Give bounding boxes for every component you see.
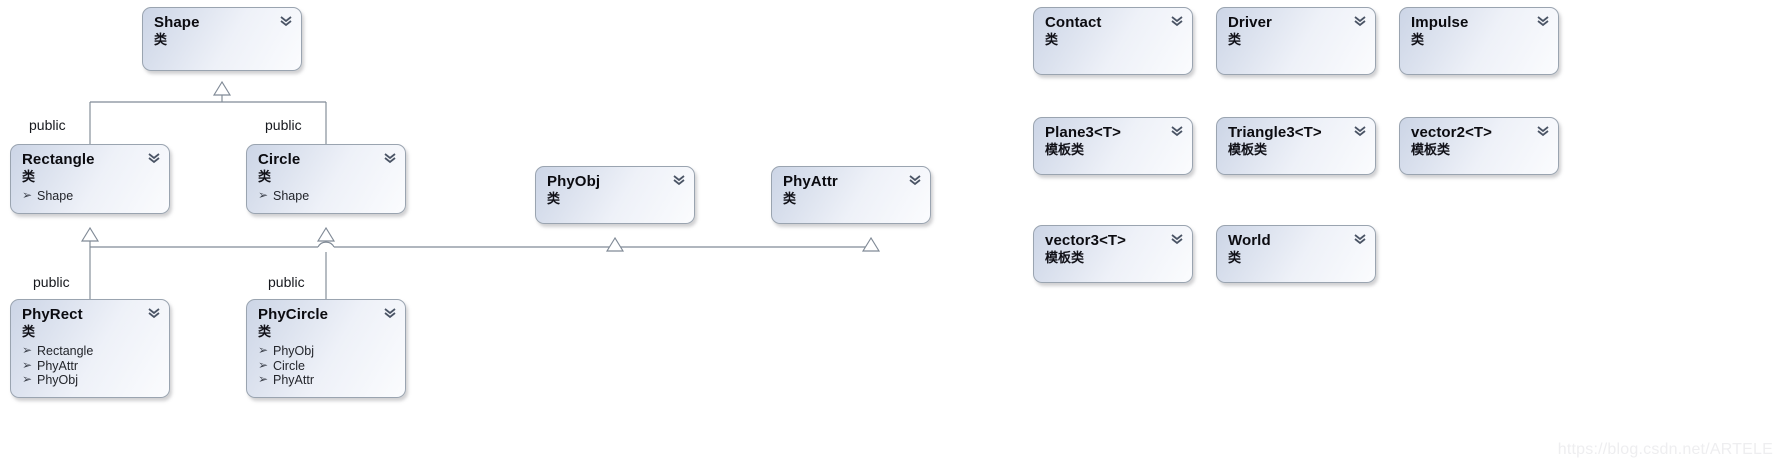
chevron-double-down-icon[interactable] — [1170, 233, 1184, 246]
chevron-double-down-icon[interactable] — [1353, 125, 1367, 138]
class-title: PhyCircle — [258, 306, 329, 323]
class-stereotype: 类 — [1045, 33, 1059, 48]
chevron-double-down-icon[interactable] — [908, 174, 922, 187]
class-stereotype: 类 — [1411, 33, 1425, 48]
chevron-double-down-icon[interactable] — [672, 174, 686, 187]
class-stereotype: 类 — [783, 192, 797, 207]
chevron-double-down-icon[interactable] — [1170, 15, 1184, 28]
member-arrow-icon: ➢ — [22, 188, 33, 202]
relation-label-phycircle-circle: public — [268, 274, 305, 290]
chevron-double-down-icon[interactable] — [1353, 233, 1367, 246]
class-box-world[interactable]: World 类 — [1216, 225, 1376, 283]
member-arrow-icon: ➢ — [22, 357, 33, 372]
class-member-list: ➢ Shape — [258, 189, 396, 204]
class-box-phyobj[interactable]: PhyObj 类 — [535, 166, 695, 224]
class-box-rectangle[interactable]: Rectangle 类 ➢ Shape — [10, 144, 170, 214]
class-box-shape[interactable]: Shape 类 — [142, 7, 302, 71]
class-box-phycircle[interactable]: PhyCircle 类 ➢ PhyObj ➢ Circle ➢ PhyAttr — [246, 299, 406, 398]
list-item: ➢ Rectangle — [22, 344, 160, 359]
member-label: Shape — [273, 189, 310, 203]
class-title: Plane3<T> — [1045, 124, 1121, 141]
chevron-double-down-icon[interactable] — [383, 307, 397, 320]
member-arrow-icon: ➢ — [258, 343, 269, 357]
class-title: World — [1228, 232, 1271, 249]
member-label: Shape — [37, 189, 74, 203]
class-title: PhyAttr — [783, 173, 838, 190]
chevron-double-down-icon[interactable] — [1170, 125, 1184, 138]
class-box-plane3[interactable]: Plane3<T> 模板类 — [1033, 117, 1193, 175]
class-stereotype: 类 — [258, 325, 272, 340]
list-item: ➢ Shape — [258, 189, 396, 204]
chevron-double-down-icon[interactable] — [147, 307, 161, 320]
class-box-driver[interactable]: Driver 类 — [1216, 7, 1376, 75]
list-item: ➢ Circle — [258, 357, 396, 374]
class-box-circle[interactable]: Circle 类 ➢ Shape — [246, 144, 406, 214]
relation-label-phyrect-rectangle: public — [33, 274, 70, 290]
class-member-list: ➢ PhyObj ➢ Circle ➢ PhyAttr — [258, 344, 396, 388]
member-label: PhyAttr — [273, 373, 314, 387]
chevron-double-down-icon[interactable] — [1353, 15, 1367, 28]
link-hop-arc — [317, 241, 335, 248]
class-stereotype: 类 — [1228, 251, 1242, 266]
class-stereotype: 模板类 — [1045, 251, 1085, 266]
list-item: ➢ PhyAttr — [22, 357, 160, 374]
class-title: Triangle3<T> — [1228, 124, 1322, 141]
member-arrow-icon: ➢ — [258, 372, 269, 386]
class-title: Shape — [154, 14, 200, 31]
list-item: ➢ PhyAttr — [258, 373, 396, 388]
list-item: ➢ PhyObj — [22, 373, 160, 388]
generalization-arrow-phyobj — [605, 236, 625, 252]
class-title: PhyObj — [547, 173, 601, 190]
member-arrow-icon: ➢ — [22, 372, 33, 386]
class-title: PhyRect — [22, 306, 83, 323]
class-member-list: ➢ Shape — [22, 189, 160, 204]
class-box-phyattr[interactable]: PhyAttr 类 — [771, 166, 931, 224]
chevron-double-down-icon[interactable] — [383, 152, 397, 165]
class-box-contact[interactable]: Contact 类 — [1033, 7, 1193, 75]
class-box-triangle3[interactable]: Triangle3<T> 模板类 — [1216, 117, 1376, 175]
member-label: Circle — [273, 358, 305, 373]
class-title: Contact — [1045, 14, 1102, 31]
class-member-list: ➢ Rectangle ➢ PhyAttr ➢ PhyObj — [22, 344, 160, 388]
member-label: Rectangle — [37, 344, 94, 358]
class-stereotype: 类 — [22, 325, 36, 340]
class-stereotype: 类 — [1228, 33, 1242, 48]
relation-label-rectangle-shape: public — [29, 117, 66, 133]
class-box-vector3[interactable]: vector3<T> 模板类 — [1033, 225, 1193, 283]
generalization-arrow-shape — [212, 80, 232, 96]
class-stereotype: 模板类 — [1228, 143, 1268, 158]
member-label: PhyAttr — [37, 358, 78, 373]
chevron-double-down-icon[interactable] — [279, 15, 293, 28]
relation-label-circle-shape: public — [265, 117, 302, 133]
class-stereotype: 模板类 — [1045, 143, 1085, 158]
class-box-phyrect[interactable]: PhyRect 类 ➢ Rectangle ➢ PhyAttr ➢ PhyObj — [10, 299, 170, 398]
generalization-arrow-circle — [316, 226, 336, 242]
class-title: Driver — [1228, 14, 1272, 31]
generalization-arrow-phyattr — [861, 236, 881, 252]
class-stereotype: 类 — [22, 170, 36, 185]
chevron-double-down-icon[interactable] — [1536, 15, 1550, 28]
member-label: PhyObj — [37, 373, 78, 387]
class-title: vector3<T> — [1045, 232, 1127, 249]
list-item: ➢ PhyObj — [258, 344, 396, 359]
class-stereotype: 类 — [547, 192, 561, 207]
member-arrow-icon: ➢ — [258, 188, 269, 202]
class-title: vector2<T> — [1411, 124, 1493, 141]
class-box-vector2[interactable]: vector2<T> 模板类 — [1399, 117, 1559, 175]
class-stereotype: 类 — [154, 33, 168, 48]
member-arrow-icon: ➢ — [22, 343, 33, 357]
member-arrow-icon: ➢ — [258, 357, 269, 372]
class-box-impulse[interactable]: Impulse 类 — [1399, 7, 1559, 75]
class-title: Rectangle — [22, 151, 95, 168]
class-title: Impulse — [1411, 14, 1469, 31]
watermark: https://blog.csdn.net/ARTELE — [1557, 441, 1773, 458]
class-title: Circle — [258, 151, 301, 168]
chevron-double-down-icon[interactable] — [1536, 125, 1550, 138]
member-label: PhyObj — [273, 344, 314, 358]
class-stereotype: 模板类 — [1411, 143, 1451, 158]
list-item: ➢ Shape — [22, 189, 160, 204]
class-stereotype: 类 — [258, 170, 272, 185]
chevron-double-down-icon[interactable] — [147, 152, 161, 165]
generalization-arrow-rectangle — [80, 226, 100, 242]
